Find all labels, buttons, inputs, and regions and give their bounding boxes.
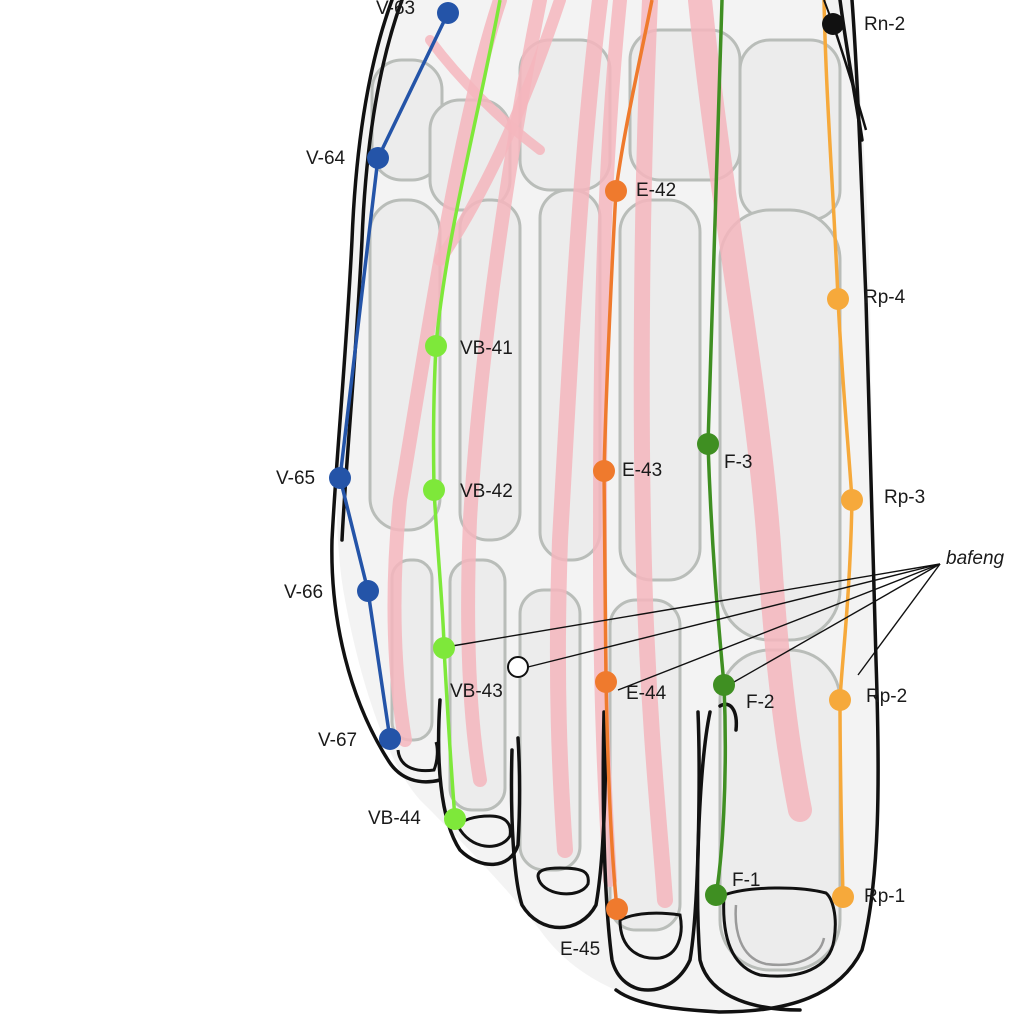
label-rn2: Rn-2	[864, 14, 905, 35]
point-e45	[606, 898, 628, 920]
label-f1: F-1	[732, 870, 761, 891]
point-e42	[605, 180, 627, 202]
liver-meridian-line	[706, 0, 728, 896]
label-rp2: Rp-2	[866, 686, 907, 707]
point-bafeng	[507, 656, 529, 678]
toenail-1-inner	[734, 904, 826, 967]
point-e44	[595, 671, 617, 693]
point-rp4	[827, 288, 849, 310]
bafeng-pointer-2	[527, 563, 941, 668]
toenail-3	[536, 866, 590, 896]
point-v67	[379, 728, 401, 750]
metatarsal-5	[368, 198, 442, 532]
point-v65	[329, 467, 351, 489]
label-v63: V-63	[376, 0, 415, 19]
tendon-7	[434, 0, 566, 266]
bafeng-pointer-3	[617, 563, 941, 691]
label-v64: V-64	[306, 148, 346, 169]
outline-lateral-inner	[340, 0, 404, 542]
bafeng-pointer-lines	[451, 563, 941, 691]
outline-toe-1	[695, 710, 802, 1012]
label-v66: V-66	[284, 582, 323, 603]
toenail-4	[456, 814, 512, 848]
metatarsal-2	[618, 198, 702, 582]
outline-medial	[614, 0, 880, 1014]
bafeng-pointer-1	[451, 563, 941, 647]
tendon-3	[549, 0, 608, 858]
bafeng-pointer-4	[719, 563, 941, 691]
label-e45: E-45	[560, 939, 600, 960]
toenail-1	[722, 886, 837, 978]
point-vb43	[433, 637, 455, 659]
outline-toe-4	[436, 698, 522, 867]
point-v66	[357, 580, 379, 602]
point-rp2	[829, 689, 851, 711]
label-v65: V-65	[276, 468, 315, 489]
point-v64	[367, 147, 389, 169]
tendon-6	[688, 0, 812, 822]
toenail-2	[618, 911, 683, 960]
outline-lateral	[330, 0, 442, 784]
foot-outline	[330, 0, 880, 1014]
point-v63	[437, 2, 459, 24]
point-rp3	[841, 489, 863, 511]
toenail-5	[396, 741, 439, 773]
point-rn2	[822, 13, 844, 35]
label-v67: V-67	[318, 730, 357, 751]
label-e42: E-42	[636, 180, 676, 201]
point-vb42	[423, 479, 445, 501]
label-f3: F-3	[724, 452, 753, 473]
toenails	[396, 741, 837, 978]
label-vb41: VB-41	[460, 338, 513, 359]
outline-web-1	[718, 702, 739, 732]
label-vb42: VB-42	[460, 481, 513, 502]
label-e43: E-43	[622, 460, 662, 481]
label-bafeng: bafeng	[946, 548, 1005, 569]
tendon-5	[633, 0, 673, 908]
kidney-meridian-line	[831, 23, 868, 131]
label-rp3: Rp-3	[884, 487, 925, 508]
point-vb44	[444, 808, 466, 830]
label-f2: F-2	[746, 692, 775, 713]
bafeng-pointer-5	[857, 563, 941, 676]
point-e43	[593, 460, 615, 482]
point-f1	[705, 884, 727, 906]
tendon-1	[387, 0, 507, 747]
point-vb41	[425, 335, 447, 357]
point-f2	[713, 674, 735, 696]
label-vb43: VB-43	[450, 681, 503, 702]
label-e44: E-44	[626, 683, 667, 704]
label-vb44: VB-44	[368, 808, 421, 829]
label-rp1: Rp-1	[864, 886, 905, 907]
point-rp1	[832, 886, 854, 908]
point-f3	[697, 433, 719, 455]
label-rp4: Rp-4	[864, 287, 906, 308]
